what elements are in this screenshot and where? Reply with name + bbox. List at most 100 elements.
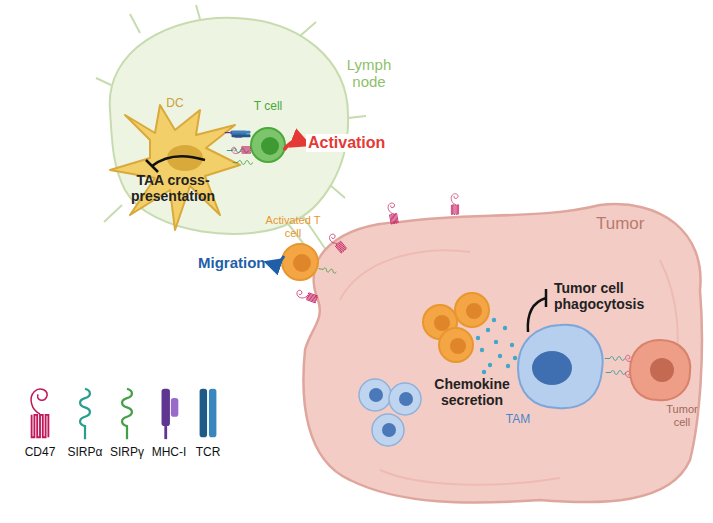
illustration-part <box>122 389 132 439</box>
tumor-macrophages <box>359 379 421 446</box>
illustration-part <box>293 254 311 272</box>
illustration-part <box>146 160 158 172</box>
illustration-part <box>80 389 90 439</box>
illustration-part <box>232 147 251 154</box>
illustration-part <box>318 267 336 274</box>
cell-label: T cell <box>246 100 290 114</box>
illustration-part <box>303 204 702 503</box>
illustration-part <box>261 137 279 155</box>
illustration-part <box>231 131 250 138</box>
cell-label: DC <box>160 97 190 111</box>
activated-t-cell: Activated T cell <box>262 213 324 283</box>
illustration-part <box>387 202 398 224</box>
illustration-part <box>439 328 473 362</box>
cell-label: TAM <box>498 413 538 427</box>
illustration-part <box>506 364 510 368</box>
t-cell <box>251 128 285 162</box>
illustration-part <box>369 388 383 402</box>
tumor: TumorTAM Tumor cell <box>300 200 710 510</box>
tumor-mass <box>303 204 702 503</box>
illustration-part <box>231 131 250 138</box>
illustration-part <box>232 147 251 154</box>
illustration-part <box>513 356 517 360</box>
inhibition-arc <box>528 289 546 332</box>
illustration-part <box>328 233 347 254</box>
tam-cell <box>518 325 603 408</box>
dendritic-cell <box>110 105 240 230</box>
tumor-cd47 <box>296 194 459 303</box>
illustration-part <box>296 289 318 303</box>
illustration-part <box>296 289 318 303</box>
chemokine-dots <box>476 318 517 374</box>
illustration-part <box>494 340 498 344</box>
illustration-part <box>498 354 502 358</box>
infiltrating-t-cells <box>423 293 489 362</box>
illustration-part <box>372 414 404 446</box>
illustration-part <box>318 267 336 274</box>
synapse-receptors <box>225 131 253 165</box>
illustration-part <box>528 298 546 332</box>
illustration-part <box>480 348 484 352</box>
illustration-part <box>630 340 690 400</box>
illustration-part <box>605 357 625 361</box>
illustration-part <box>518 325 603 408</box>
illustration-part <box>162 389 179 439</box>
illustration-part <box>110 105 240 230</box>
legend-label: SIRPα <box>57 446 113 460</box>
illustration-part <box>482 370 486 374</box>
illustration-part <box>200 389 217 438</box>
illustration-part <box>233 161 253 165</box>
illustration-part <box>605 357 625 361</box>
dendritic-cell: DC <box>108 95 243 235</box>
illustration-part <box>328 233 347 254</box>
illustration-part <box>340 250 678 484</box>
illustration-part <box>359 379 391 411</box>
process-label: Migration <box>198 254 272 271</box>
illustration-part <box>510 343 514 347</box>
process-label: TAA cross-presentation <box>108 172 238 204</box>
cell-label: Lymph node <box>336 56 402 91</box>
process-label: Tumor cell phagocytosis <box>554 280 666 312</box>
illustration-part <box>606 371 626 375</box>
illustration-part <box>492 318 496 322</box>
cell-label: Activated T cell <box>264 214 322 239</box>
activation-arrow <box>284 141 302 150</box>
illustration-part <box>451 194 458 215</box>
illustration-part <box>389 383 421 415</box>
illustration-part <box>466 303 482 319</box>
illustration-part <box>96 5 366 222</box>
tumor-cell: Tumor cell <box>628 338 708 442</box>
tam: TAM <box>496 322 606 432</box>
cell-label: Tumor cell <box>658 403 706 428</box>
legend-label: CD47 <box>12 446 68 460</box>
t-cell: T cell <box>245 98 293 164</box>
illustration-part <box>31 389 48 437</box>
tumor-cell <box>630 340 690 400</box>
cell-label: Tumor <box>596 214 656 234</box>
illustration-part <box>382 423 396 437</box>
illustration-part <box>545 289 548 307</box>
illustration-part <box>455 293 489 327</box>
illustration-part <box>488 363 492 367</box>
illustration-part <box>434 315 450 331</box>
illustration-part <box>451 194 458 215</box>
illustration-part <box>152 156 205 166</box>
inhibition-arc <box>146 156 205 172</box>
migration-arrow <box>272 256 284 264</box>
illustration-part <box>399 392 413 406</box>
legend-label: TCR <box>180 446 236 460</box>
illustration-part <box>233 161 253 165</box>
illustration-part <box>650 358 674 382</box>
activated-t-cell <box>282 244 337 280</box>
legend-label: MHC-I <box>141 446 197 460</box>
lymph-node: Lymph nodeDCT cell <box>95 5 370 250</box>
legend-icons <box>31 389 216 439</box>
illustration-part <box>486 328 490 332</box>
illustration-part <box>251 128 285 162</box>
illustration-part <box>532 351 572 385</box>
illustration-part <box>476 336 480 340</box>
process-label: Activation <box>306 134 387 152</box>
illustration-part <box>450 338 466 354</box>
illustration-part <box>606 371 626 375</box>
